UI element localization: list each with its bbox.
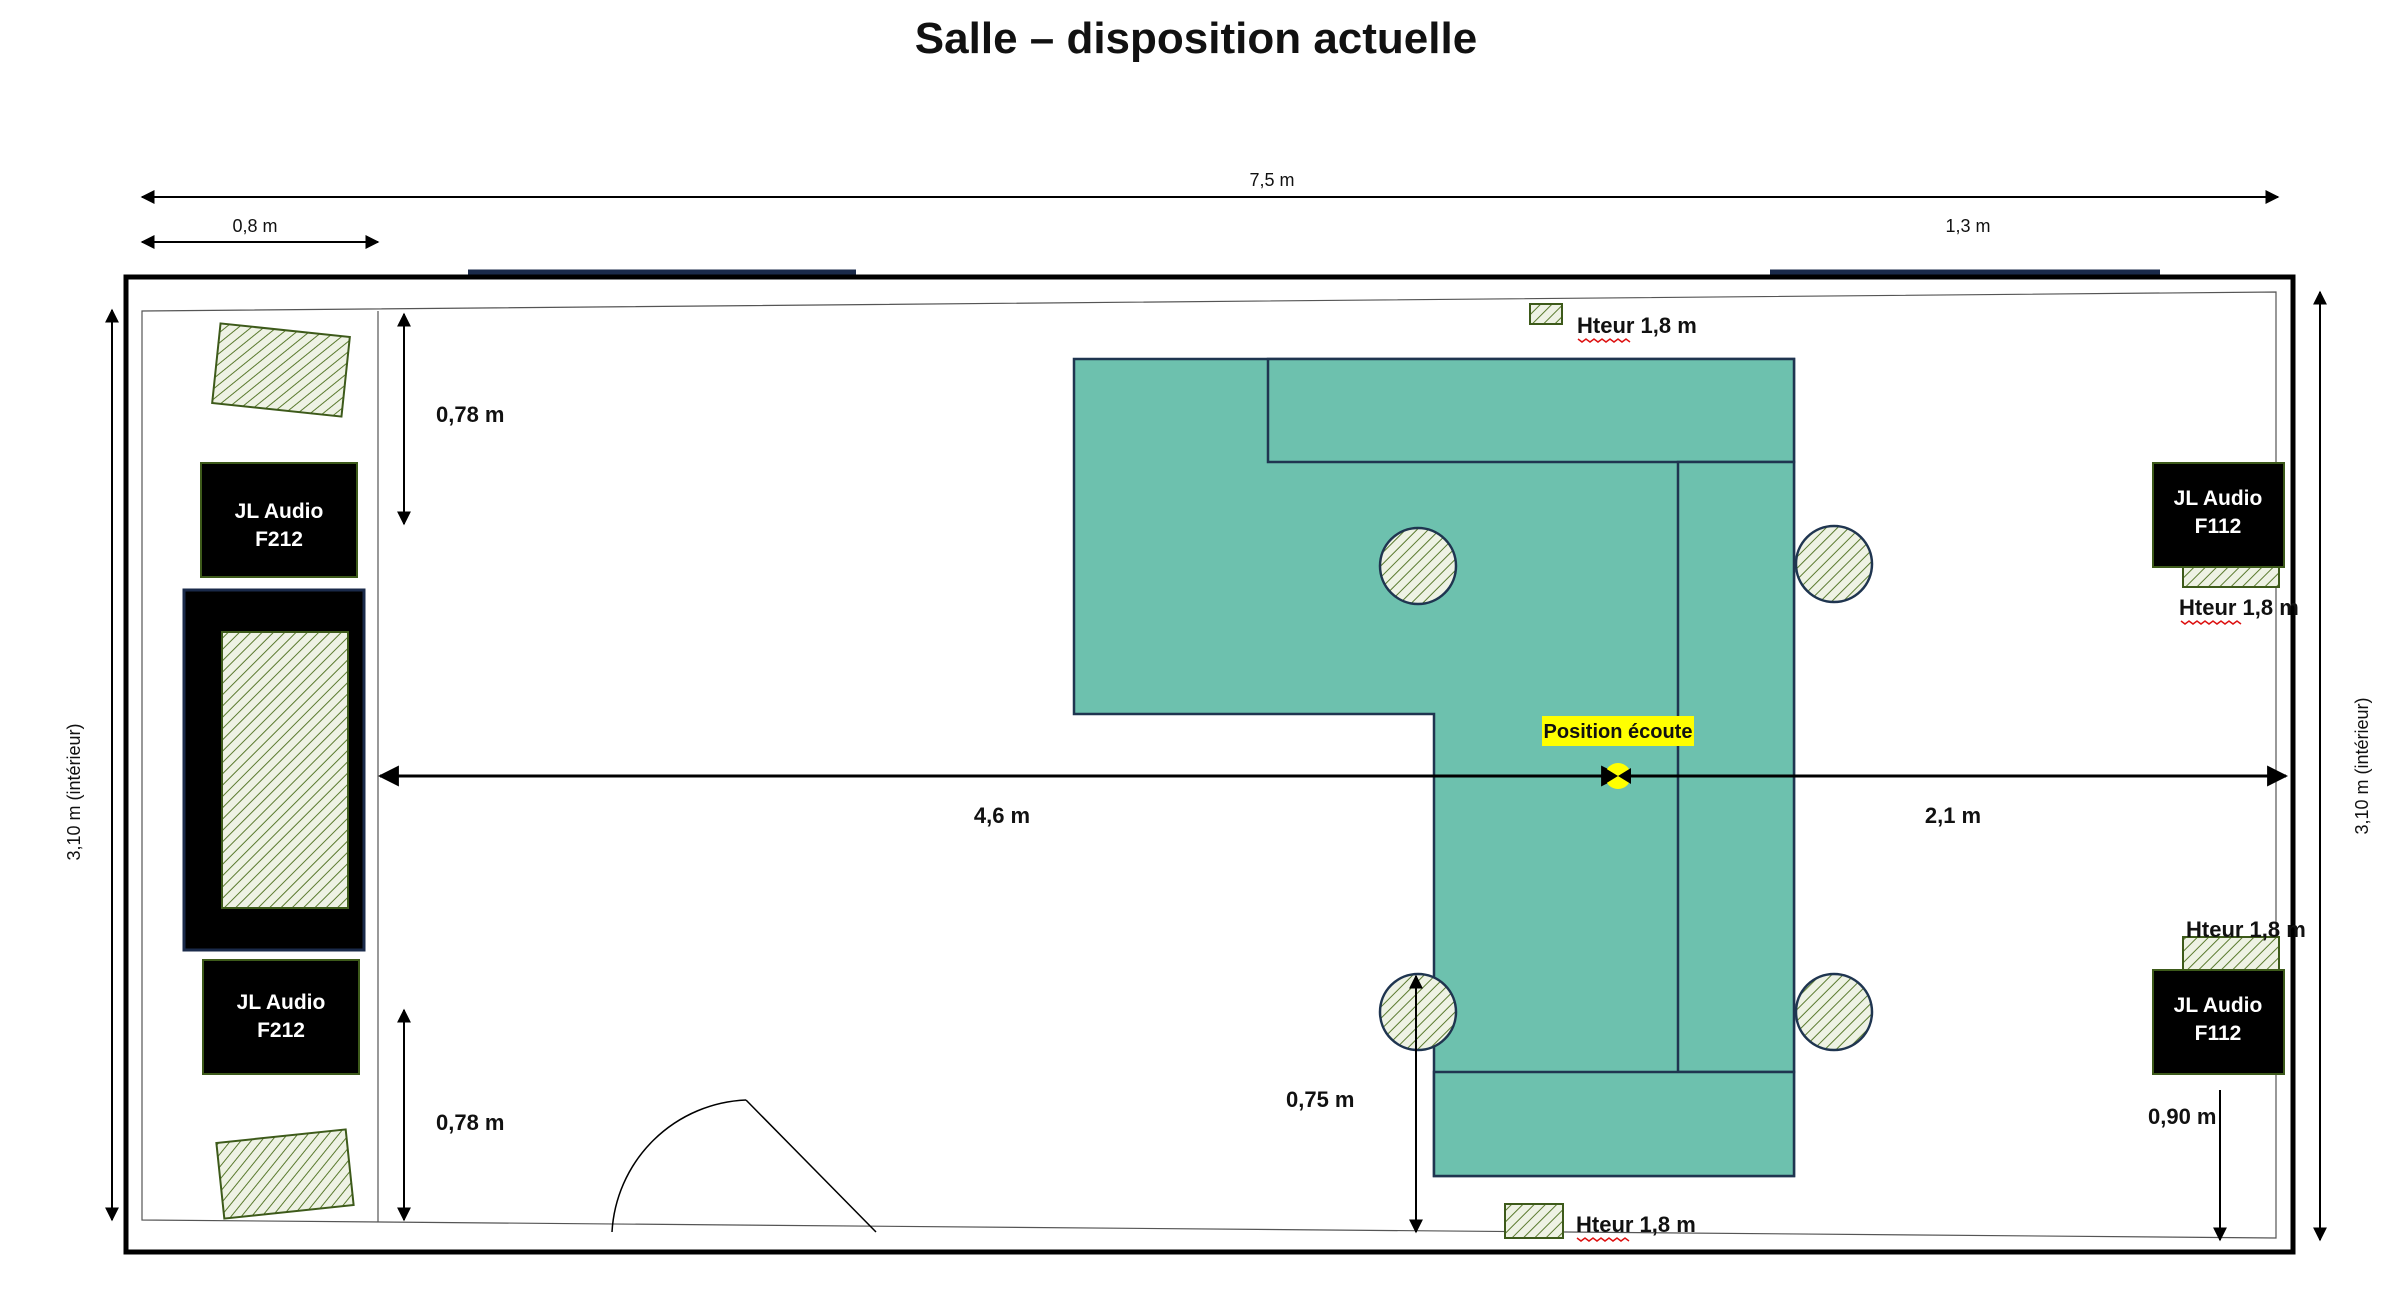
hatched-item-top-center (1529, 303, 1563, 325)
hatched-shelf-rear-top (2182, 564, 2280, 588)
listening-position-arrows (1605, 768, 1631, 784)
speaker-front-top: JL Audio F212 (200, 462, 358, 578)
room-inner-outline (141, 291, 2277, 1239)
bottom-gap-label: 0,78 m (436, 1110, 505, 1135)
door-leaf (745, 1099, 877, 1233)
speaker-front-bottom-brand: JL Audio (237, 991, 326, 1014)
surround-wall-label: 0,90 m (2148, 1104, 2217, 1129)
speaker-front-bottom-box (202, 959, 360, 1075)
sofa-backrest-top (1266, 357, 1796, 464)
height-label-top-center: Hteur 1,8 m (1577, 313, 1697, 338)
height-label-right: 3,10 m (intérieur) (2352, 697, 2372, 834)
side-table-bottom-right (1794, 972, 1874, 1052)
rear-distance-label: 2,1 m (1925, 803, 1981, 828)
side-table-top-right (1794, 524, 1874, 604)
speaker-rear-bottom: JL Audio F112 (2152, 969, 2285, 1075)
speaker-rear-bottom-box (2152, 969, 2285, 1075)
speaker-front-top-brand: JL Audio (235, 500, 324, 523)
speaker-rear-top-box (2152, 462, 2285, 568)
listening-position-highlight (1542, 716, 1694, 746)
total-width-label: 7,5 m (1249, 170, 1294, 190)
right-zone-label: 1,3 m (1945, 216, 1990, 236)
hatched-shelf-rear-bottom (2182, 936, 2280, 972)
top-gap-label: 0,78 m (436, 402, 505, 427)
side-table-top-left (1378, 526, 1458, 606)
spellcheck-underline-bottom-center (1576, 1237, 1630, 1242)
height-label-rear-top: Hteur 1,8 m (2179, 595, 2299, 620)
door-swing-arc (611, 1099, 747, 1233)
speaker-rear-top-brand: JL Audio (2174, 487, 2263, 510)
left-zone-label: 0,8 m (232, 216, 277, 236)
center-cabinet-hatch (221, 631, 349, 909)
speaker-front-bottom-model: F212 (257, 1019, 305, 1042)
room-outer-wall (123, 274, 2296, 1255)
hatched-cabinet-front-top (211, 322, 351, 418)
height-label-rear-bottom: Hteur 1,8 m (2186, 917, 2306, 942)
speaker-rear-top: JL Audio F112 (2152, 462, 2285, 568)
speaker-rear-top-model: F112 (2195, 515, 2242, 538)
sofa (1072, 357, 1796, 1178)
speaker-front-bottom: JL Audio F212 (202, 959, 360, 1075)
diagram-title: Salle – disposition actuelle (914, 14, 1478, 63)
side-table-bottom-left (1378, 972, 1458, 1052)
listening-position-label: Position écoute (1544, 721, 1693, 743)
hatched-cabinet-front-bottom (215, 1128, 355, 1220)
spellcheck-underline-rear-top (2180, 620, 2242, 625)
height-label-bottom-center: Hteur 1,8 m (1576, 1212, 1696, 1237)
sofa-wall-label: 0,75 m (1286, 1087, 1355, 1112)
sofa-backrest-right (1676, 460, 1796, 1074)
speaker-rear-bottom-brand: JL Audio (2174, 994, 2263, 1017)
sofa-seat-bottom (1432, 1070, 1796, 1178)
front-distance-label: 4,6 m (974, 803, 1030, 828)
speaker-front-top-model: F212 (255, 528, 303, 551)
speaker-rear-bottom-model: F112 (2195, 1022, 2242, 1045)
height-label-left: 3,10 m (intérieur) (64, 723, 84, 860)
spellcheck-underline-top-center (1577, 338, 1631, 343)
speaker-front-top-box (200, 462, 358, 578)
hatched-item-bottom-center (1504, 1203, 1564, 1239)
